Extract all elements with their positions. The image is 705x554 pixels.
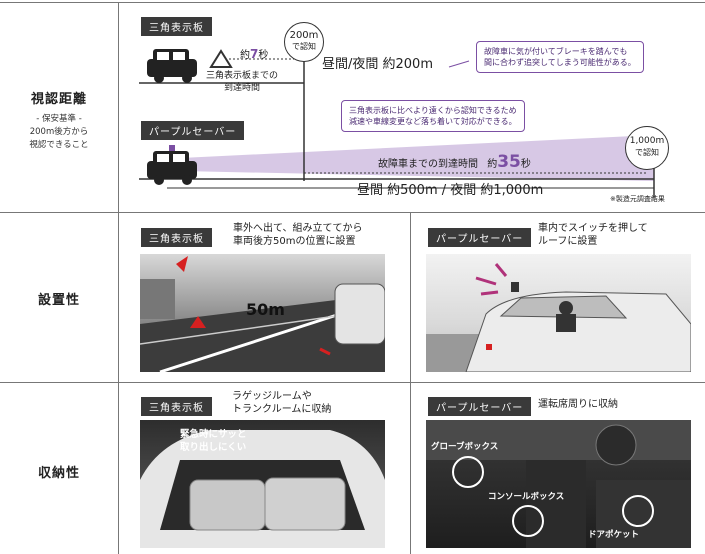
top-border: [0, 2, 705, 3]
visibility-sub-1: - 保安基準 -: [36, 114, 82, 124]
storage-purple-tag: パープルセーバー: [428, 397, 532, 416]
tri-arrival-label: 三角表示板までの 到達時間: [206, 70, 278, 94]
warning-triangle-icon: [209, 49, 233, 68]
manufacturer-note: ※製造元調査結果: [610, 195, 665, 203]
arrival-time: 故障車までの到達時間 約35秒: [378, 154, 531, 171]
car-icon-tri: [147, 49, 197, 83]
arrival-label: 故障車までの到達時間: [378, 159, 478, 170]
car-icon-purple: [147, 145, 197, 185]
visibility-title: 視認距離: [30, 92, 87, 107]
circle-1000m-a: 1,000m: [629, 136, 665, 146]
circle-1000m-b: で認知: [635, 148, 659, 157]
purple-callout-1: 三角表示板に比べより遠くから認知できるため: [349, 106, 517, 115]
tri-time: 約7秒: [240, 48, 268, 62]
visibility-sub-3: 視認できること: [29, 140, 89, 150]
circle-200m: 200m で認知: [284, 22, 324, 62]
setup-tri-desc: 車外へ出て、組み立ててから 車両後方50mの位置に設置: [233, 222, 363, 248]
setup-title: 設置性: [37, 293, 80, 308]
storage-tri-desc-1: ラゲッジルームや: [232, 391, 312, 402]
glovebox-label: グローブボックス: [431, 442, 499, 452]
tri-time-prefix: 約: [240, 50, 250, 61]
setup-purple-tag: パープルセーバー: [428, 228, 532, 247]
setup-tri-photo: 50m: [140, 254, 385, 372]
circle-200m-b: で認知: [292, 42, 316, 51]
doorpocket-label: ドアポケット: [588, 530, 640, 540]
storage-tri-photo: 緊急時にサッと 取り出しにくい: [140, 420, 385, 548]
visibility-tri-tag: 三角表示板: [141, 17, 212, 36]
storage-purple-desc: 運転席周りに収納: [538, 399, 618, 410]
console-marker: [512, 505, 544, 537]
arrival-unit: 秒: [520, 159, 531, 170]
tri-callout-1: 故障車に気が付いてブレーキを踏んでも: [484, 47, 628, 56]
setup-purple-desc-2: ルーフに設置: [538, 236, 598, 247]
row-divider-1: [0, 212, 705, 213]
label-column-divider: [118, 2, 119, 554]
setup-purple-desc: 車内でスイッチを押して ルーフに設置: [538, 222, 648, 248]
visibility-sub: - 保安基準 - 200m後方から 視認できること: [0, 113, 118, 152]
tri-callout-2: 間に合わず追突してしまう可能性がある。: [484, 58, 636, 67]
purple-callout: 三角表示板に比べより遠くから認知できるため 減速や車線変更など落ち着いて対応がで…: [341, 100, 525, 132]
storage-title: 収納性: [37, 466, 80, 481]
storage-tri-desc-2: トランクルームに収納: [232, 404, 332, 415]
setup-tri-tag: 三角表示板: [141, 228, 212, 247]
setup-tri-desc-1: 車外へ出て、組み立ててから: [233, 223, 363, 234]
content-column-divider: [410, 212, 411, 554]
row-divider-2: [0, 382, 705, 383]
day-night-200: 昼間/夜間 約200m: [322, 57, 433, 72]
storage-tri-tag: 三角表示板: [141, 397, 212, 416]
setup-purple-photo: [426, 254, 691, 372]
tri-time-num: 7: [250, 47, 259, 61]
storage-photo-text-2: 取り出しにくい: [180, 442, 247, 453]
visibility-diagram: [139, 49, 655, 198]
storage-purple-photo: グローブボックス コンソールボックス ドアポケット: [426, 420, 691, 548]
visibility-sub-2: 200m後方から: [29, 127, 89, 137]
distance-summary: 昼間 約500m / 夜間 約1,000m: [357, 183, 544, 198]
arrival-prefix: 約: [487, 159, 498, 170]
tri-time-unit: 秒: [258, 50, 269, 61]
callout-connector: [448, 60, 470, 68]
purple-light-beam: [181, 135, 654, 181]
storage-tri-desc: ラゲッジルームや トランクルームに収納: [232, 390, 331, 416]
storage-tri-illustration: [140, 430, 385, 548]
doorpocket-marker: [622, 495, 654, 527]
setup-purple-illustration: [426, 263, 691, 372]
purple-callout-2: 減速や車線変更など落ち着いて対応ができる。: [349, 117, 517, 126]
visibility-purple-tag: パープルセーバー: [141, 121, 245, 140]
console-label: コンソールボックス: [488, 492, 565, 502]
circle-200m-a: 200m: [289, 30, 319, 41]
glovebox-marker: [452, 456, 484, 488]
storage-photo-text-1: 緊急時にサッと: [180, 429, 247, 440]
storage-photo-text: 緊急時にサッと 取り出しにくい: [180, 428, 247, 454]
circle-1000m: 1,000m で認知: [625, 126, 669, 170]
arrival-num: 35: [497, 152, 521, 172]
visibility-row-label: 視認距離 - 保安基準 - 200m後方から 視認できること: [0, 88, 118, 152]
setup-purple-desc-1: 車内でスイッチを押して: [538, 223, 648, 234]
setup-tri-illustration: [140, 256, 385, 372]
setup-distance: 50m: [246, 300, 285, 319]
tri-arrival-2: 到達時間: [224, 83, 261, 93]
setup-tri-desc-2: 車両後方50mの位置に設置: [233, 236, 356, 247]
tri-callout: 故障車に気が付いてブレーキを踏んでも 間に合わず追突してしまう可能性がある。: [476, 41, 644, 73]
tri-arrival-1: 三角表示板までの: [206, 71, 279, 81]
